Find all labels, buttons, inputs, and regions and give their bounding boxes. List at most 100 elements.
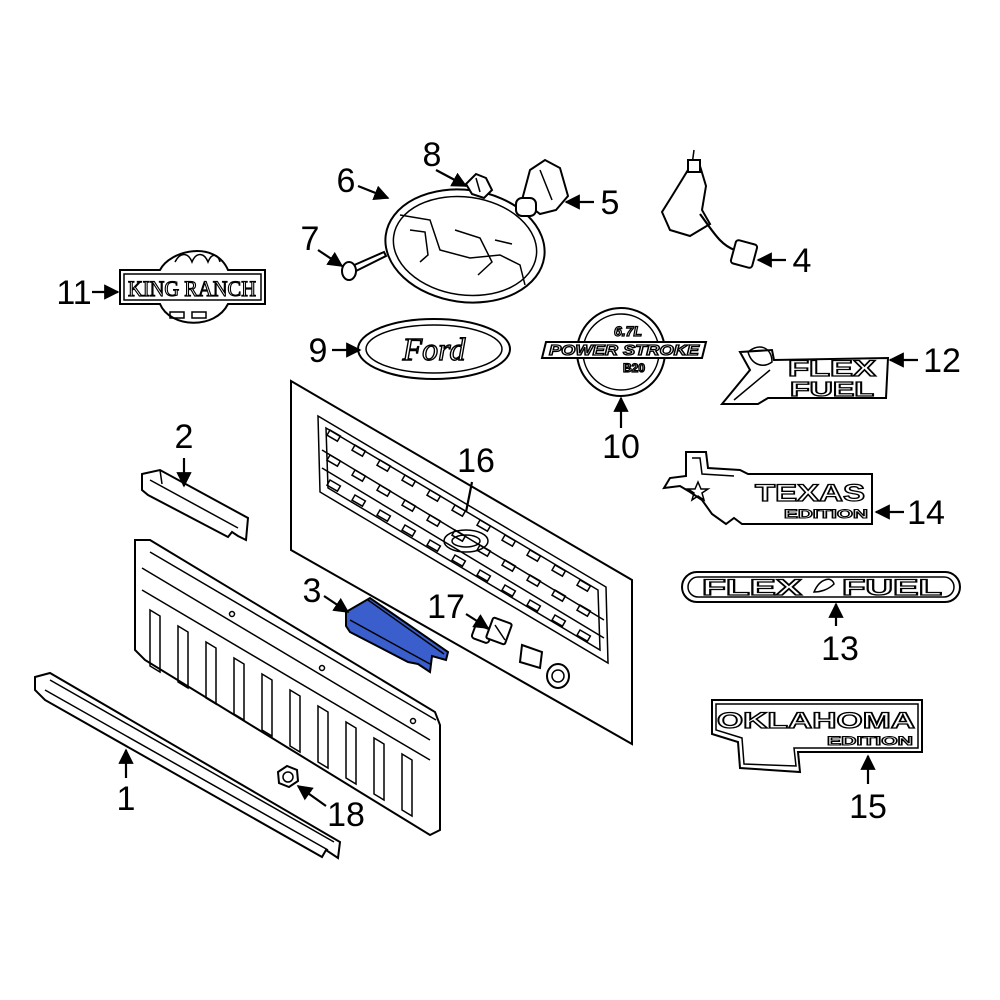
ford-text: Ford	[402, 331, 467, 367]
power-stroke-size-text: 6.7L	[614, 323, 642, 339]
applique-clip	[518, 643, 544, 670]
handle-clip[interactable]	[464, 172, 494, 200]
texas-edition-badge[interactable]: TEXAS EDITION	[662, 451, 873, 526]
tailgate-seal-highlighted[interactable]	[345, 596, 450, 674]
tailgate-rib	[205, 640, 217, 706]
tailgate-rib	[233, 656, 245, 722]
applique-slot	[400, 473, 417, 488]
applique-slot	[500, 558, 517, 573]
applique-slot	[325, 453, 342, 468]
callout-16: 16	[457, 442, 495, 480]
applique-slot	[525, 598, 542, 613]
tailgate-rib	[149, 608, 161, 674]
tailgate-nut[interactable]	[276, 764, 300, 789]
callout-1: 1	[117, 780, 136, 818]
applique-slot	[550, 563, 567, 578]
tailgate-release-switch[interactable]	[470, 616, 513, 646]
applique-slot	[375, 458, 392, 473]
flex-fuel-12-line1: FLEX	[788, 356, 876, 381]
applique-slot	[375, 483, 392, 498]
tailgate-actuator-harness[interactable]	[660, 149, 759, 269]
callout-9: 9	[309, 332, 328, 370]
applique-slot	[500, 533, 517, 548]
power-stroke-fuel-text: B20	[623, 361, 645, 375]
tailgate-body	[134, 539, 441, 837]
rearview-camera[interactable]	[515, 158, 570, 217]
applique-slot	[475, 518, 492, 533]
callout-4: 4	[793, 242, 812, 280]
tailgate-handle-bezel[interactable]	[378, 179, 552, 312]
applique-slot	[425, 538, 442, 553]
applique-slot	[525, 573, 542, 588]
callout-17: 17	[427, 588, 465, 626]
callout-11: 11	[56, 274, 91, 312]
flex-fuel-badge-leaf[interactable]: FLEX FUEL	[719, 346, 890, 405]
applique-slot	[450, 553, 467, 568]
applique-slot	[350, 443, 367, 458]
callout-numbers: 1 2 3 4 5 6 7 8 9 10 11 12 13 14 15 16 1…	[56, 136, 961, 834]
applique-slot	[425, 488, 442, 503]
tailgate-rib	[345, 720, 357, 786]
tailgate-rib	[289, 688, 301, 754]
applique-slot	[400, 498, 417, 513]
applique-slot	[400, 523, 417, 538]
callout-15: 15	[849, 788, 887, 826]
tailgate-rib	[177, 624, 189, 690]
callout-14: 14	[907, 494, 945, 532]
applique-slot	[575, 628, 592, 643]
applique-slot	[325, 478, 342, 493]
applique-slot	[375, 508, 392, 523]
callout-18: 18	[327, 796, 365, 834]
king-ranch-badge[interactable]: KING RANCH	[119, 250, 266, 324]
applique-grille-outline	[317, 414, 609, 665]
callout-7: 7	[301, 220, 320, 258]
applique-slot	[350, 468, 367, 483]
tailgate-rib	[373, 736, 385, 802]
texas-star-icon	[685, 480, 711, 502]
flex-fuel-leaf-icon	[812, 578, 835, 593]
callout-6: 6	[337, 162, 356, 200]
applique-slot	[550, 613, 567, 628]
callout-3: 3	[303, 572, 322, 610]
oklahoma-line2: EDITION	[827, 734, 913, 748]
flex-fuel-13-word1: FLEX	[702, 575, 803, 600]
applique-grommet	[546, 663, 570, 689]
callout-10: 10	[602, 428, 640, 466]
callout-8: 8	[423, 136, 442, 174]
leader-lines	[92, 169, 918, 807]
power-stroke-badge[interactable]: 6.7L POWER STROKE B20	[540, 307, 708, 397]
callout-2: 2	[175, 418, 194, 456]
king-ranch-text: KING RANCH	[128, 276, 256, 301]
applique-slot	[525, 548, 542, 563]
applique-slot	[325, 428, 342, 443]
callout-12: 12	[923, 342, 961, 380]
applique-slot	[475, 568, 492, 583]
applique-slot	[350, 493, 367, 508]
ford-oval-emblem[interactable]: Ford	[357, 318, 511, 380]
oklahoma-line1: OKLAHOMA	[717, 708, 915, 733]
applique-slot	[575, 603, 592, 618]
callout-5: 5	[601, 184, 620, 222]
flex-fuel-12-line2: FUEL	[790, 379, 874, 401]
power-stroke-name-text: POWER STROKE	[549, 342, 700, 359]
tailgate-top-molding[interactable]	[34, 671, 342, 860]
tailgate-end-cap[interactable]	[141, 468, 250, 542]
applique-slot	[450, 503, 467, 518]
flex-fuel-13-word2: FUEL	[842, 575, 942, 600]
applique-slot	[425, 513, 442, 528]
oklahoma-edition-badge[interactable]: OKLAHOMA EDITION	[711, 699, 923, 774]
tailgate-rib	[401, 752, 413, 818]
flex-fuel-badge-horizontal[interactable]: FLEX FUEL	[681, 571, 961, 603]
texas-line1: TEXAS	[755, 480, 865, 507]
tailgate-rib	[261, 672, 273, 738]
callout-13: 13	[821, 630, 859, 668]
tailgate-applique-panel[interactable]	[290, 379, 633, 746]
texas-line2: EDITION	[784, 507, 868, 521]
handle-bolt[interactable]	[341, 250, 388, 281]
applique-slot	[500, 583, 517, 598]
tailgate-rib	[317, 704, 329, 770]
applique-slot	[450, 528, 467, 543]
applique-slot	[475, 543, 492, 558]
applique-slot	[575, 578, 592, 593]
